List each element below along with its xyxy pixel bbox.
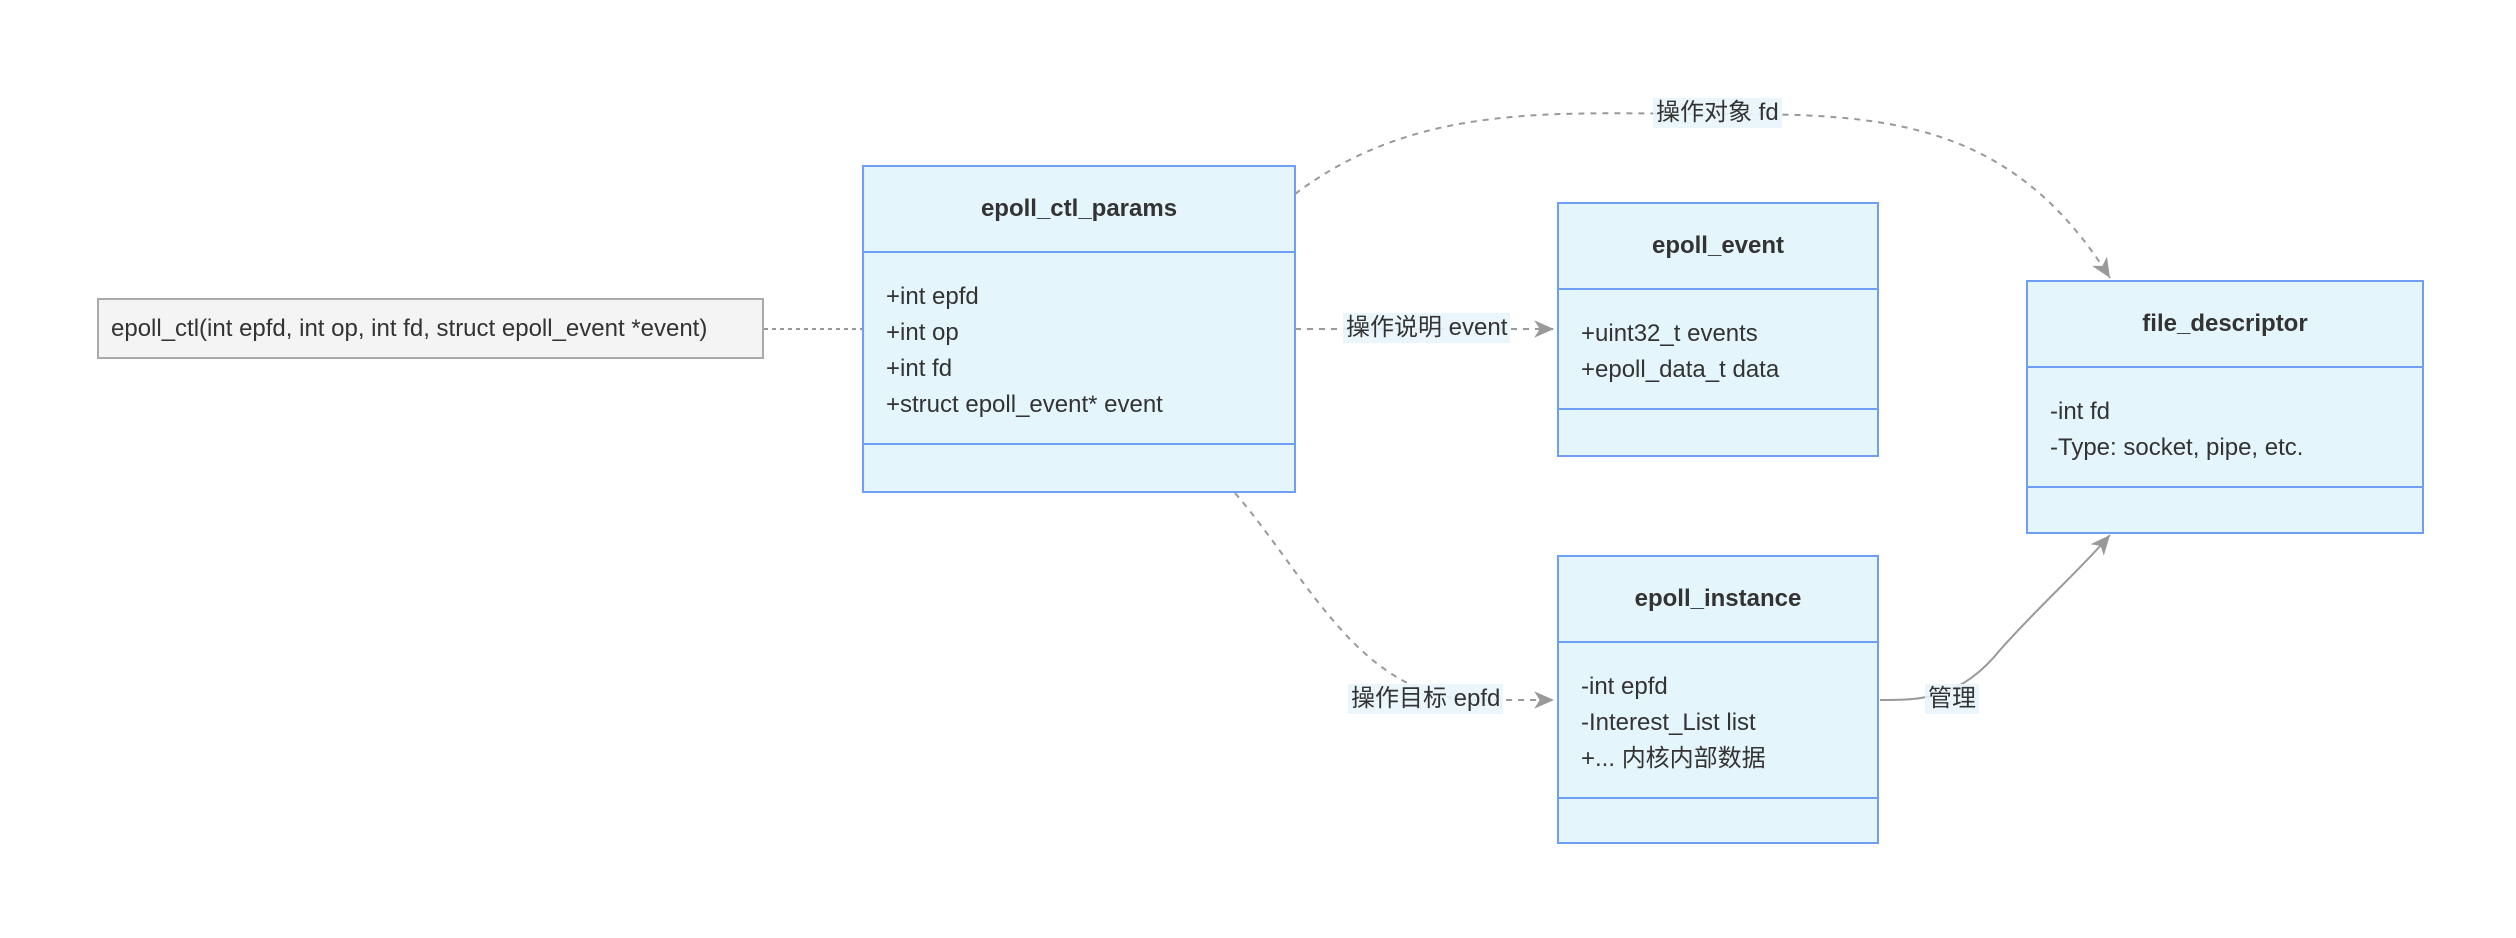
class-title: epoll_event [1559, 204, 1877, 290]
class-methods [1559, 799, 1877, 842]
class-title: epoll_instance [1559, 557, 1877, 643]
fd-edge [1294, 112, 2111, 279]
edge-label-fd: 操作对象 fd [1653, 98, 1782, 128]
note-text: epoll_ctl(int epfd, int op, int fd, stru… [111, 314, 708, 342]
member: +epoll_data_t data [1581, 356, 1780, 383]
member: +uint32_t events [1581, 320, 1758, 347]
epoll-ctl-signature-note: epoll_ctl(int epfd, int op, int fd, stru… [97, 298, 764, 359]
member: +int fd [886, 355, 953, 382]
edge-label-epfd: 操作目标 epfd [1348, 684, 1504, 714]
member: -int epfd [1581, 673, 1668, 700]
class-name: epoll_instance [1634, 585, 1802, 612]
class-epoll-event: epoll_event +uint32_t events +epoll_data… [1557, 202, 1879, 457]
member: +... 内核内部数据 [1581, 745, 1766, 772]
edge-label-event: 操作说明 event [1343, 313, 1511, 343]
class-methods [2028, 488, 2422, 532]
class-members: -int epfd -Interest_List list +... 内核内部数… [1559, 643, 1877, 799]
epfd-edge [1234, 492, 1554, 709]
class-members: +uint32_t events +epoll_data_t data [1559, 290, 1877, 410]
member: +int epfd [886, 283, 979, 310]
class-members: -int fd -Type: socket, pipe, etc. [2028, 368, 2422, 488]
member: -Type: socket, pipe, etc. [2050, 434, 2304, 461]
member: +struct epoll_event* event [886, 391, 1163, 418]
class-methods [864, 445, 1294, 491]
class-name: file_descriptor [2142, 310, 2308, 337]
member: -Interest_List list [1581, 709, 1756, 736]
class-title: file_descriptor [2028, 282, 2422, 368]
class-name: epoll_event [1651, 232, 1785, 259]
class-name: epoll_ctl_params [980, 195, 1178, 222]
class-file-descriptor: file_descriptor -int fd -Type: socket, p… [2026, 280, 2424, 534]
edge-label-manage: 管理 [1925, 684, 1979, 714]
manage-edge [1879, 534, 2111, 701]
class-members: +int epfd +int op +int fd +struct epoll_… [864, 253, 1294, 445]
class-methods [1559, 410, 1877, 455]
class-epoll-ctl-params: epoll_ctl_params +int epfd +int op +int … [862, 165, 1296, 493]
member: -int fd [2050, 398, 2111, 425]
class-epoll-instance: epoll_instance -int epfd -Interest_List … [1557, 555, 1879, 844]
member: +int op [886, 319, 959, 346]
class-title: epoll_ctl_params [864, 167, 1294, 253]
